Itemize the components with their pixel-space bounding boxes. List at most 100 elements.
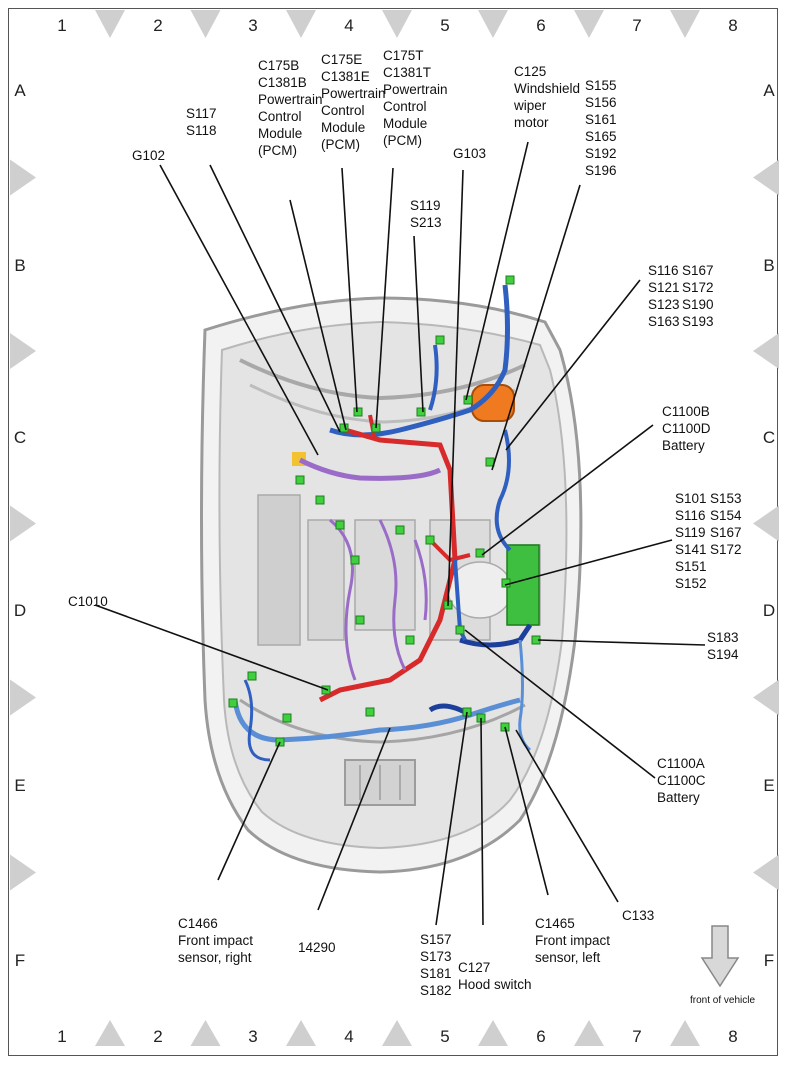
grid-row-label: A — [763, 81, 775, 100]
callout-line: S153 — [710, 491, 742, 506]
callout-line: Control — [258, 109, 302, 124]
connector-marker — [463, 395, 473, 405]
callout-line: S152 — [675, 576, 707, 591]
grid-row-label: F — [764, 951, 774, 970]
callout-line: S116 — [675, 508, 706, 523]
grid-marker-icon — [10, 505, 36, 542]
vehicle-body — [200, 296, 583, 874]
callout-line: S181 — [420, 966, 452, 981]
callout-line: C1466 — [178, 916, 218, 931]
callout-line: S182 — [420, 983, 452, 998]
callout-line: S172 — [710, 542, 742, 557]
callout-line: S154 — [710, 508, 742, 523]
callout-line: S119 — [675, 525, 706, 540]
grid-marker-icon — [190, 10, 221, 38]
callout-label-c133: C133 — [622, 908, 654, 923]
connector-marker — [425, 535, 435, 545]
callout-line: C175T — [383, 48, 424, 63]
grid-marker-icon — [286, 1020, 316, 1046]
callout-line: (PCM) — [258, 143, 297, 158]
grid-marker-icon — [478, 10, 508, 38]
callout-line: S161 — [585, 112, 617, 127]
grid-marker-icon — [753, 333, 779, 369]
callout-line: S118 — [186, 123, 217, 138]
callout-line: S116 — [648, 263, 679, 278]
callout-line: C1381B — [258, 75, 307, 90]
connector-marker — [501, 578, 511, 588]
grid-row-label: F — [15, 951, 25, 970]
grid-marker-icon — [10, 333, 36, 369]
callout-line: S157 — [420, 932, 452, 947]
callout-line: S194 — [707, 647, 739, 662]
callout-line: Front impact — [178, 933, 253, 948]
callout-line: S151 — [675, 559, 707, 574]
callout-line: Hood switch — [458, 977, 532, 992]
grid-column-label: 5 — [440, 16, 449, 35]
grid-column-label: 5 — [440, 1027, 449, 1046]
front-of-vehicle-label: front of vehicle — [690, 995, 755, 1006]
grid-column-label: 8 — [728, 16, 737, 35]
connector-marker — [228, 698, 238, 708]
callout-line: (PCM) — [321, 137, 360, 152]
grid-column-label: 7 — [632, 16, 641, 35]
grid-marker-icon — [753, 159, 779, 196]
callout-line: 14290 — [298, 940, 336, 955]
grid-marker-icon — [10, 159, 36, 196]
callout-line: S141 — [675, 542, 707, 557]
callout-line: Control — [321, 103, 365, 118]
callout-line: S193 — [682, 314, 714, 329]
callout-line: S155 — [585, 78, 617, 93]
grid-marker-icon — [382, 1020, 412, 1046]
callout-line: S213 — [410, 215, 442, 230]
callout-line: Powertrain — [258, 92, 323, 107]
callout-line: Windshield — [514, 81, 580, 96]
callout-line: S119 — [410, 198, 441, 213]
connector-marker — [365, 707, 375, 717]
callout-line: C1381T — [383, 65, 431, 80]
grid-row-label: E — [14, 776, 25, 795]
callout-line: Battery — [657, 790, 700, 805]
callout-line: Module — [258, 126, 302, 141]
connector-marker — [455, 625, 465, 635]
connector-marker — [335, 520, 345, 530]
grid-row-label: C — [763, 428, 775, 447]
connector-marker — [355, 615, 365, 625]
callout-line: sensor, right — [178, 950, 252, 965]
callout-label-c1010: C1010 — [68, 594, 108, 609]
grid-row-label: B — [763, 256, 774, 275]
callout-line: C1010 — [68, 594, 108, 609]
connector-marker — [247, 671, 257, 681]
callout-line: C125 — [514, 64, 546, 79]
callout-line: wiper — [513, 98, 547, 113]
callout-line: C1100A — [657, 756, 705, 771]
callout-line: C175E — [321, 52, 362, 67]
grid-marker-icon — [95, 1020, 125, 1046]
callout-line: Powertrain — [321, 86, 386, 101]
grid-column-label: 7 — [632, 1027, 641, 1046]
callout-line: S190 — [682, 297, 714, 312]
callout-line: G103 — [453, 146, 486, 161]
grid-column-label: 8 — [728, 1027, 737, 1046]
connector-marker — [353, 407, 363, 417]
callout-line: S172 — [682, 280, 714, 295]
grid-marker-icon — [95, 10, 125, 38]
callout-line: sensor, left — [535, 950, 601, 965]
grid-marker-icon — [478, 1020, 508, 1046]
callout-line: (PCM) — [383, 133, 422, 148]
callout-label-g103: G103 — [453, 146, 486, 161]
callout-line: Module — [383, 116, 427, 131]
grid-marker-icon — [286, 10, 316, 38]
grid-column-label: 2 — [153, 16, 162, 35]
